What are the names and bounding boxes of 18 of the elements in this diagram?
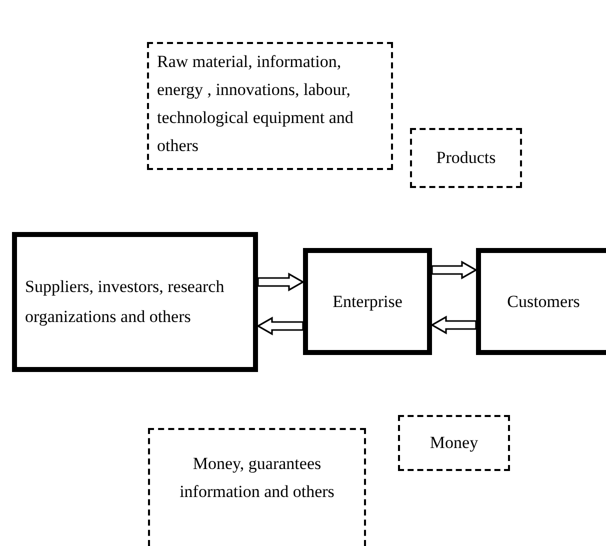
- node-label: Enterprise: [332, 290, 402, 313]
- node-label: Customers: [507, 290, 580, 313]
- note-box: [147, 42, 393, 170]
- process-box: [12, 232, 258, 372]
- note-box: [148, 428, 366, 546]
- hollow-arrow: [431, 260, 478, 280]
- hollow-arrow: [256, 316, 304, 336]
- note-box: [398, 415, 510, 471]
- node-label: Money: [430, 432, 478, 454]
- hollow-arrow: [430, 316, 477, 334]
- hollow-arrow: [257, 272, 305, 292]
- note-box: [410, 128, 522, 188]
- node-label: Suppliers, investors, research organizations and others: [25, 276, 226, 328]
- node-label: Money, guarantees information and others: [178, 453, 336, 503]
- process-box: [476, 248, 606, 355]
- node-label: Raw material, information, energy , innovations, labour, technological equipment and others: [157, 51, 354, 157]
- node-label: Products: [436, 147, 496, 170]
- process-box: [303, 248, 432, 355]
